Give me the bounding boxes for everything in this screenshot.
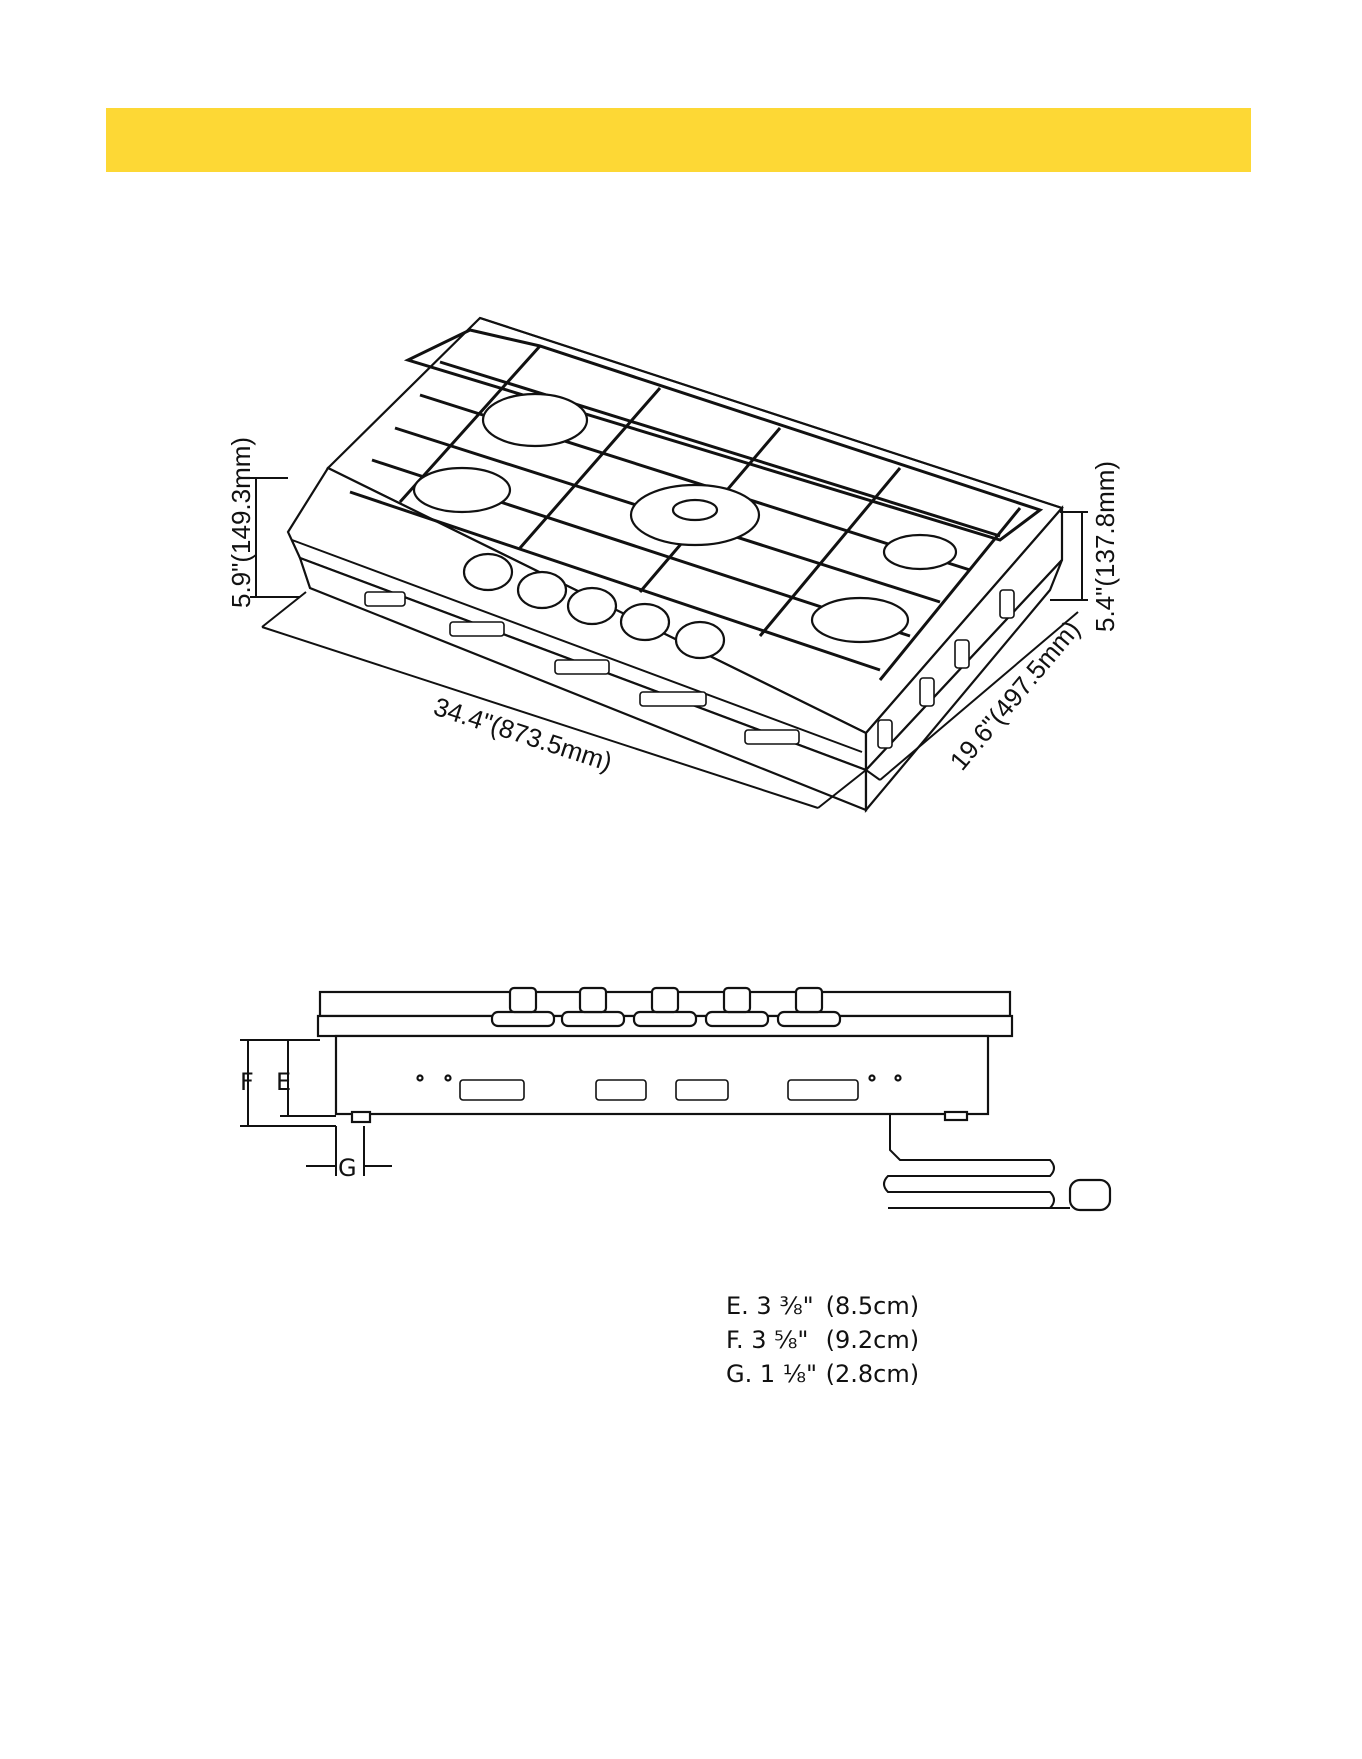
spec-row-e: E. 3 ⅜" (8.5cm)	[726, 1289, 919, 1323]
knob-5	[676, 622, 724, 658]
spec-row-f: F. 3 ⅝" (9.2cm)	[726, 1323, 919, 1357]
knob-4	[621, 604, 669, 640]
power-cord	[884, 1114, 1110, 1210]
knob-2	[518, 572, 566, 608]
spec-e-metric: (8.5cm)	[826, 1289, 919, 1323]
burner-rear-right	[884, 535, 956, 569]
spec-g-metric: (2.8cm)	[826, 1357, 919, 1391]
side-body	[318, 992, 1012, 1122]
burner-front-right	[812, 598, 908, 642]
spec-e-imperial: E. 3 ⅜"	[726, 1289, 818, 1323]
knob-1	[464, 554, 512, 590]
spec-table: E. 3 ⅜" (8.5cm) F. 3 ⅝" (9.2cm) G. 1 ⅛" …	[726, 1289, 919, 1391]
isometric-cooktop-drawing: 5.9"(149.3mm) 5.4"(137.8mm) 34.4"(873.5m…	[0, 0, 1362, 880]
side-knobs	[492, 988, 840, 1026]
height-right-label: 5.4"(137.8mm)	[1090, 461, 1120, 632]
burner-center-cap	[673, 500, 717, 520]
spec-row-g: G. 1 ⅛" (2.8cm)	[726, 1357, 919, 1391]
spec-g-imperial: G. 1 ⅛"	[726, 1357, 818, 1391]
side-label-g: G	[338, 1154, 357, 1182]
side-dimension-lines	[240, 1040, 392, 1176]
side-vents	[418, 1076, 901, 1101]
side-label-f: F	[240, 1068, 254, 1096]
burner-front-left	[414, 468, 510, 512]
plug-icon	[1070, 1180, 1110, 1210]
side-label-e: E	[276, 1068, 291, 1096]
knob-3	[568, 588, 616, 624]
spec-f-metric: (9.2cm)	[826, 1323, 919, 1357]
burner-rear-left	[483, 394, 587, 446]
spec-f-imperial: F. 3 ⅝"	[726, 1323, 818, 1357]
height-left-label: 5.9"(149.3mm)	[226, 437, 256, 608]
